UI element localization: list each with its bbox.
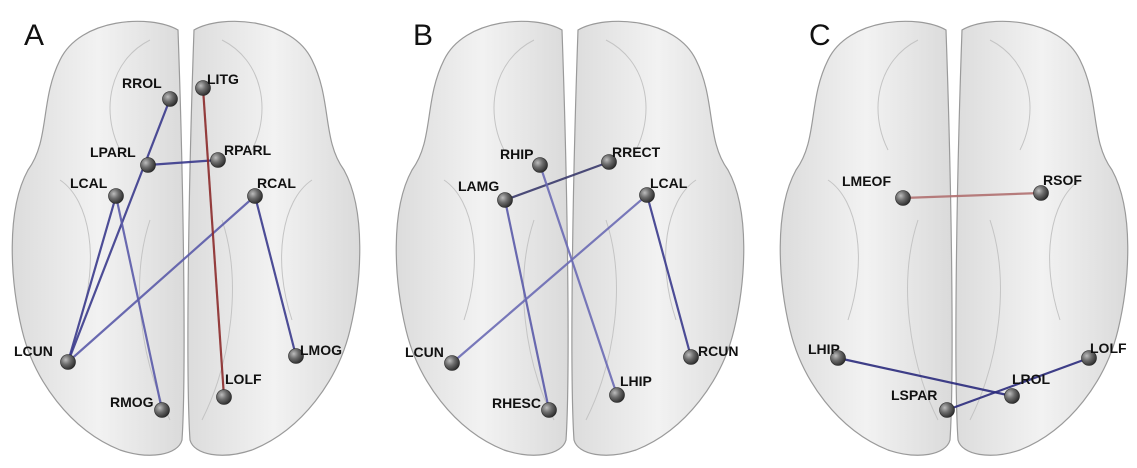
node-B-RHIP (533, 158, 548, 173)
label-C-LROL: LROL (1012, 371, 1051, 387)
label-A-LCUN: LCUN (14, 343, 53, 359)
node-A-LCUN (61, 355, 76, 370)
node-A-RMOG (155, 403, 170, 418)
panel-letter-C: C (809, 19, 831, 52)
panel-letter-B: B (413, 19, 433, 52)
label-C-LSPAR: LSPAR (891, 387, 937, 403)
label-A-LITG: LITG (207, 71, 239, 87)
node-B-LHIP (610, 388, 625, 403)
label-A-RCAL: RCAL (257, 175, 296, 191)
brain-outlines (12, 21, 1128, 455)
node-B-RHESC (542, 403, 557, 418)
label-C-LOLF: LOLF (1090, 340, 1127, 356)
node-C-LSPAR (940, 403, 955, 418)
label-B-RHESC: RHESC (492, 395, 541, 411)
label-B-RRECT: RRECT (612, 144, 661, 160)
node-B-LAMG (498, 193, 513, 208)
node-A-RROL (163, 92, 178, 107)
label-B-LCUN: LCUN (405, 344, 444, 360)
label-A-RMOG: RMOG (110, 394, 154, 410)
label-A-LOLF: LOLF (225, 371, 262, 387)
node-A-LPARL (141, 158, 156, 173)
label-A-RROL: RROL (122, 75, 162, 91)
label-A-LPARL: LPARL (90, 144, 136, 160)
node-A-LCAL (109, 189, 124, 204)
label-B-RCUN: RCUN (698, 343, 738, 359)
label-A-LCAL: LCAL (70, 175, 108, 191)
label-B-LHIP: LHIP (620, 373, 652, 389)
node-C-LROL (1005, 389, 1020, 404)
node-A-LOLF (217, 390, 232, 405)
hemisphere-left (396, 21, 568, 455)
label-B-LCAL: LCAL (650, 175, 688, 191)
label-A-LMOG: LMOG (300, 342, 342, 358)
node-B-LCUN (445, 356, 460, 371)
label-C-RSOF: RSOF (1043, 172, 1082, 188)
label-C-LMEOF: LMEOF (842, 173, 891, 189)
node-C-LMEOF (896, 191, 911, 206)
label-A-RPARL: RPARL (224, 142, 272, 158)
panel-letter-A: A (24, 19, 44, 52)
label-B-LAMG: LAMG (458, 178, 499, 194)
label-B-RHIP: RHIP (500, 146, 533, 162)
node-B-RCUN (684, 350, 699, 365)
label-C-LHIP: LHIP (808, 341, 840, 357)
